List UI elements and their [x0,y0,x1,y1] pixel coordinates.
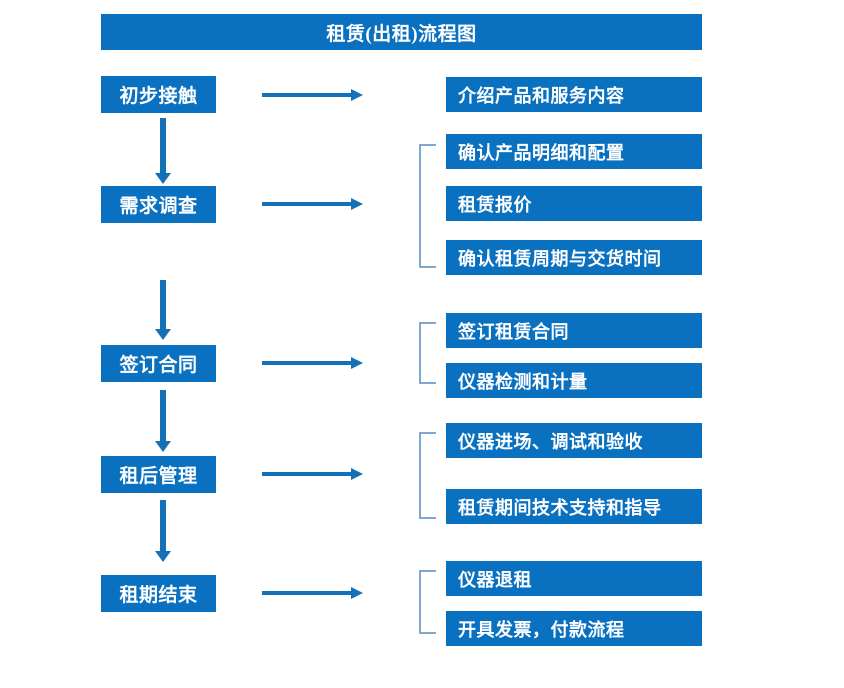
arrow-right-3 [262,355,363,371]
detail-box-2-1[interactable]: 确认产品明细和配置 [446,134,702,169]
arrow-shaft [262,591,352,595]
stage-box-2[interactable]: 需求调查 [101,186,216,223]
arrow-shaft [262,202,352,206]
group-bracket-2 [419,144,436,268]
detail-box-5-1[interactable]: 仪器退租 [446,561,702,596]
detail-box-2-3[interactable]: 确认租赁周期与交货时间 [446,240,702,275]
detail-box-4-2[interactable]: 租赁期间技术支持和指导 [446,489,702,524]
arrow-down-4 [155,500,171,562]
arrow-down-2 [155,280,171,340]
arrow-head [155,173,171,184]
arrow-head [155,441,171,452]
diagram-title: 租赁(出租)流程图 [101,14,702,50]
arrow-head [351,89,363,101]
stage-box-4[interactable]: 租后管理 [101,456,216,493]
arrow-head [351,357,363,369]
group-bracket-5 [419,570,436,634]
arrow-shaft [262,472,352,476]
group-bracket-3 [419,322,436,384]
arrow-right-1 [262,87,363,103]
arrow-head [351,587,363,599]
arrow-head [155,551,171,562]
stage-box-3[interactable]: 签订合同 [101,345,216,382]
detail-box-1-1[interactable]: 介绍产品和服务内容 [446,77,702,112]
arrow-shaft [160,118,166,173]
arrow-shaft [262,93,352,97]
group-bracket-4 [419,432,436,519]
arrow-shaft [160,280,166,329]
arrow-down-3 [155,390,171,452]
detail-box-5-2[interactable]: 开具发票，付款流程 [446,611,702,646]
detail-box-4-1[interactable]: 仪器进场、调试和验收 [446,423,702,458]
arrow-shaft [262,361,352,365]
stage-box-1[interactable]: 初步接触 [101,76,216,113]
arrow-right-5 [262,585,363,601]
arrow-head [351,468,363,480]
arrow-right-4 [262,466,363,482]
stage-box-5[interactable]: 租期结束 [101,575,216,612]
arrow-head [155,329,171,340]
detail-box-3-1[interactable]: 签订租赁合同 [446,313,702,348]
detail-box-3-2[interactable]: 仪器检测和计量 [446,363,702,398]
arrow-down-1 [155,118,171,184]
arrow-right-2 [262,196,363,212]
arrow-head [351,198,363,210]
detail-box-2-2[interactable]: 租赁报价 [446,186,702,221]
arrow-shaft [160,500,166,551]
arrow-shaft [160,390,166,441]
